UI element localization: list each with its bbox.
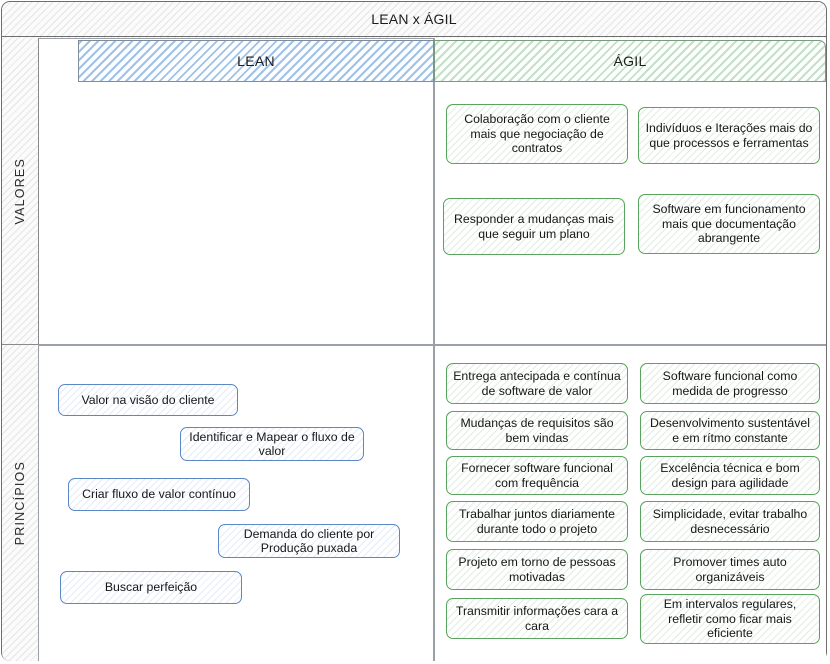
lean-principio-card-text: Buscar perfeição [104,580,198,595]
agil-principio-card-text: Promover times auto organizáveis [673,555,787,584]
agil-valor-card[interactable]: Responder a mudanças mais que seguir um … [443,198,625,255]
agil-principio-card[interactable]: Excelência técnica e bom design para agi… [640,456,820,495]
column-header-lean: LEAN [78,40,434,82]
lean-principio-card[interactable]: Buscar perfeição [60,571,242,604]
agil-principio-card-text: Transmitir informações cara a cara [455,604,619,633]
agil-principio-card[interactable]: Transmitir informações cara a cara [446,598,628,639]
lean-principio-card-text: Valor na visão do cliente [81,392,215,407]
lean-principio-card[interactable]: Demanda do cliente por Produção puxada [218,524,400,558]
agil-valor-card-text: Colaboração com o cliente mais que negoc… [464,112,610,156]
lean-principio-card[interactable]: Identificar e Mapear o fluxo de valor [180,427,364,461]
agil-valor-card[interactable]: Software em funcionamento mais que docum… [638,194,820,254]
agil-principio-card-text: Desenvolvimento sustentável e em rítmo c… [650,416,810,445]
agil-valor-card-text: Indivíduos e Iterações mais do que proce… [645,121,813,150]
agil-valor-card-text: Software em funcionamento mais que docum… [652,202,806,246]
lean-principio-card-text: Demanda do cliente por Produção puxada [243,526,375,556]
agil-valor-card[interactable]: Indivíduos e Iterações mais do que proce… [638,107,820,164]
page-title: LEAN x ÁGIL [371,11,457,27]
agil-principio-card[interactable]: Simplicidade, evitar trabalho desnecessá… [640,501,820,542]
diagram-title-band: LEAN x ÁGIL [2,2,826,37]
agil-principio-card-text: Em intervalos regulares, refletir como f… [663,597,797,641]
agil-principio-card[interactable]: Software funcional como medida de progre… [640,363,820,404]
row-label-principios-text: PRINCÍPIOS [13,460,27,546]
agil-principio-card[interactable]: Promover times auto organizáveis [640,549,820,590]
agil-principio-card-text: Excelência técnica e bom design para agi… [660,461,800,490]
agil-principio-card[interactable]: Fornecer software funcional com frequênc… [446,456,628,495]
column-header-agil: ÁGIL [434,40,826,82]
agil-principio-card-text: Trabalhar juntos diariamente durante tod… [458,507,616,536]
agil-principio-card-text: Entrega antecipada e contínua de softwar… [453,369,621,398]
agil-principio-card[interactable]: Em intervalos regulares, refletir como f… [640,594,820,644]
agil-principio-card[interactable]: Trabalhar juntos diariamente durante tod… [446,501,628,542]
cell-lean-valores [38,38,434,345]
agil-principio-card[interactable]: Entrega antecipada e contínua de softwar… [446,363,628,404]
row-label-valores-text: VALORES [13,157,27,225]
agil-principio-card-text: Fornecer software funcional com frequênc… [461,461,613,490]
cell-agil-valores [434,38,826,345]
agil-principio-card[interactable]: Projeto em torno de pessoas motivadas [446,549,628,590]
lean-principio-card[interactable]: Valor na visão do cliente [58,384,238,416]
agil-principio-card[interactable]: Desenvolvimento sustentável e em rítmo c… [640,411,820,450]
agil-principio-card-text: Projeto em torno de pessoas motivadas [458,555,616,584]
row-label-principios: PRINCÍPIOS [2,345,38,661]
agil-valor-card-text: Responder a mudanças mais que seguir um … [454,212,614,241]
column-header-lean-text: LEAN [237,53,275,69]
agil-principio-card-text: Software funcional como medida de progre… [662,369,798,398]
lean-principio-card-text: Criar fluxo de valor contínuo [82,487,236,502]
agil-principio-card[interactable]: Mudanças de requisitos são bem vindas [446,411,628,450]
lean-principio-card[interactable]: Criar fluxo de valor contínuo [68,478,250,511]
lean-principio-card-text: Identificar e Mapear o fluxo de valor [189,429,355,459]
agil-valor-card[interactable]: Colaboração com o cliente mais que negoc… [446,104,628,164]
row-label-valores: VALORES [2,38,38,345]
agil-principio-card-text: Simplicidade, evitar trabalho desnecessá… [652,507,808,536]
agil-principio-card-text: Mudanças de requisitos são bem vindas [460,416,614,445]
column-header-agil-text: ÁGIL [613,53,647,69]
